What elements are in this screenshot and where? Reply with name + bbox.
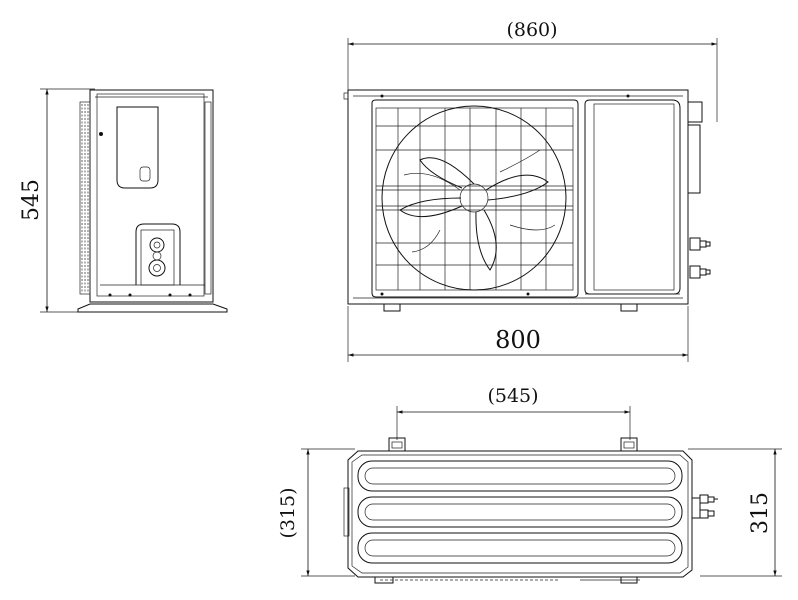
side-height-label: 545 — [19, 179, 44, 221]
front-foot-right — [620, 303, 638, 312]
top-service-valves — [691, 494, 718, 519]
depth-ref-label: (315) — [277, 487, 299, 538]
front-service-valves — [689, 237, 711, 279]
valve-panel — [135, 223, 181, 285]
depth-label: 315 — [748, 492, 773, 534]
top-view: (545) (315) 315 — [277, 385, 782, 584]
front-overall-label: (860) — [506, 19, 557, 41]
fan-hub — [459, 183, 489, 213]
fan-shroud — [381, 105, 567, 291]
side-body-outline — [89, 89, 214, 303]
front-casing — [347, 89, 689, 305]
mount-spacing-label: (545) — [487, 385, 538, 407]
top-body-outline — [347, 450, 693, 578]
side-base-foot — [77, 303, 228, 313]
electrical-box — [116, 106, 159, 189]
coil-loops — [357, 460, 683, 564]
fan-blades — [399, 157, 549, 271]
side-view: 545 — [19, 88, 228, 313]
front-foot-left — [383, 303, 401, 312]
front-view: (860) 800 — [343, 19, 718, 362]
fan-grille-frame — [371, 99, 579, 298]
front-width-label: 800 — [495, 326, 541, 354]
service-panel — [584, 99, 681, 295]
